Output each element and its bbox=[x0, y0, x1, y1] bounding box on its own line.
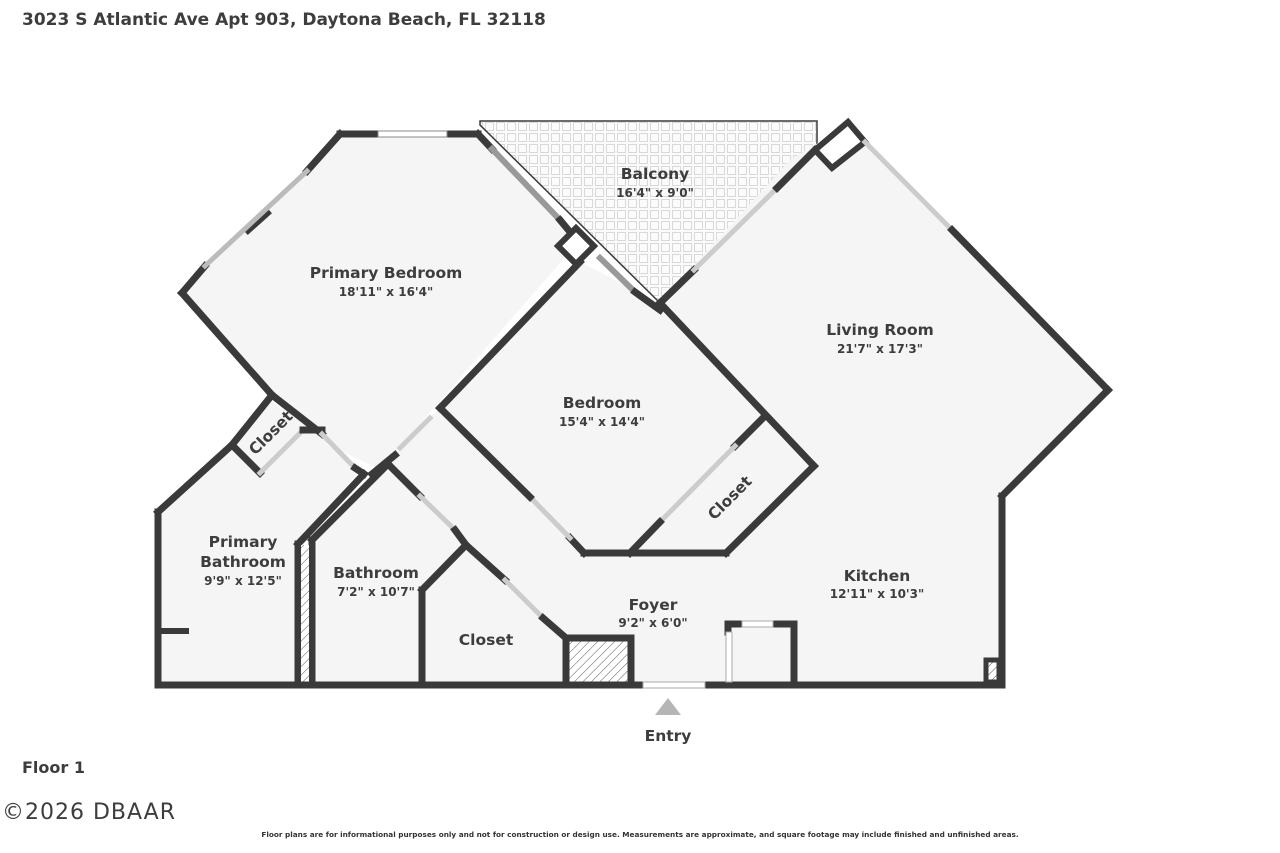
room-name-primary-bathroom-line2: Bathroom bbox=[200, 553, 286, 571]
hall-closet-area bbox=[426, 550, 566, 685]
primary-bedroom-area bbox=[182, 134, 580, 470]
copyright-watermark: ©2026 DBAAR bbox=[2, 800, 177, 825]
room-name-bedroom: Bedroom bbox=[563, 394, 642, 412]
room-name-kitchen: Kitchen bbox=[844, 567, 911, 585]
room-name-foyer: Foyer bbox=[629, 596, 678, 614]
bathroom-area bbox=[310, 470, 465, 685]
room-name-bathroom: Bathroom bbox=[333, 564, 419, 582]
floor-label: Floor 1 bbox=[22, 758, 85, 777]
disclaimer-text: Floor plans are for informational purpos… bbox=[261, 830, 1019, 839]
room-dims-primary-bedroom: 18'11" x 16'4" bbox=[339, 285, 433, 299]
bedroom-area bbox=[440, 262, 814, 553]
room-name-hall-closet: Closet bbox=[459, 631, 514, 649]
room-dims-bedroom: 15'4" x 14'4" bbox=[559, 415, 645, 429]
room-dims-foyer: 9'2" x 6'0" bbox=[618, 616, 687, 630]
property-address: 3023 S Atlantic Ave Apt 903, Daytona Bea… bbox=[22, 10, 546, 30]
room-name-balcony: Balcony bbox=[621, 165, 690, 183]
entry-label: Entry bbox=[645, 727, 692, 745]
room-name-primary-bedroom: Primary Bedroom bbox=[310, 264, 463, 282]
room-dims-living-room: 21'7" x 17'3" bbox=[837, 342, 923, 356]
room-dims-bathroom: 7'2" x 10'7" bbox=[337, 585, 415, 599]
walls bbox=[153, 117, 1113, 689]
room-dims-primary-bathroom: 9'9" x 12'5" bbox=[204, 574, 282, 588]
entry-arrow-icon bbox=[655, 698, 681, 715]
primary-bathroom-area bbox=[158, 400, 360, 685]
room-name-living-room: Living Room bbox=[826, 321, 934, 339]
room-dims-balcony: 16'4" x 9'0" bbox=[616, 186, 694, 200]
floor-fills bbox=[158, 120, 1108, 685]
room-dims-kitchen: 12'11" x 10'3" bbox=[830, 587, 924, 601]
room-name-primary-bathroom-line1: Primary bbox=[209, 533, 278, 551]
entry-marker: Entry bbox=[645, 698, 692, 745]
